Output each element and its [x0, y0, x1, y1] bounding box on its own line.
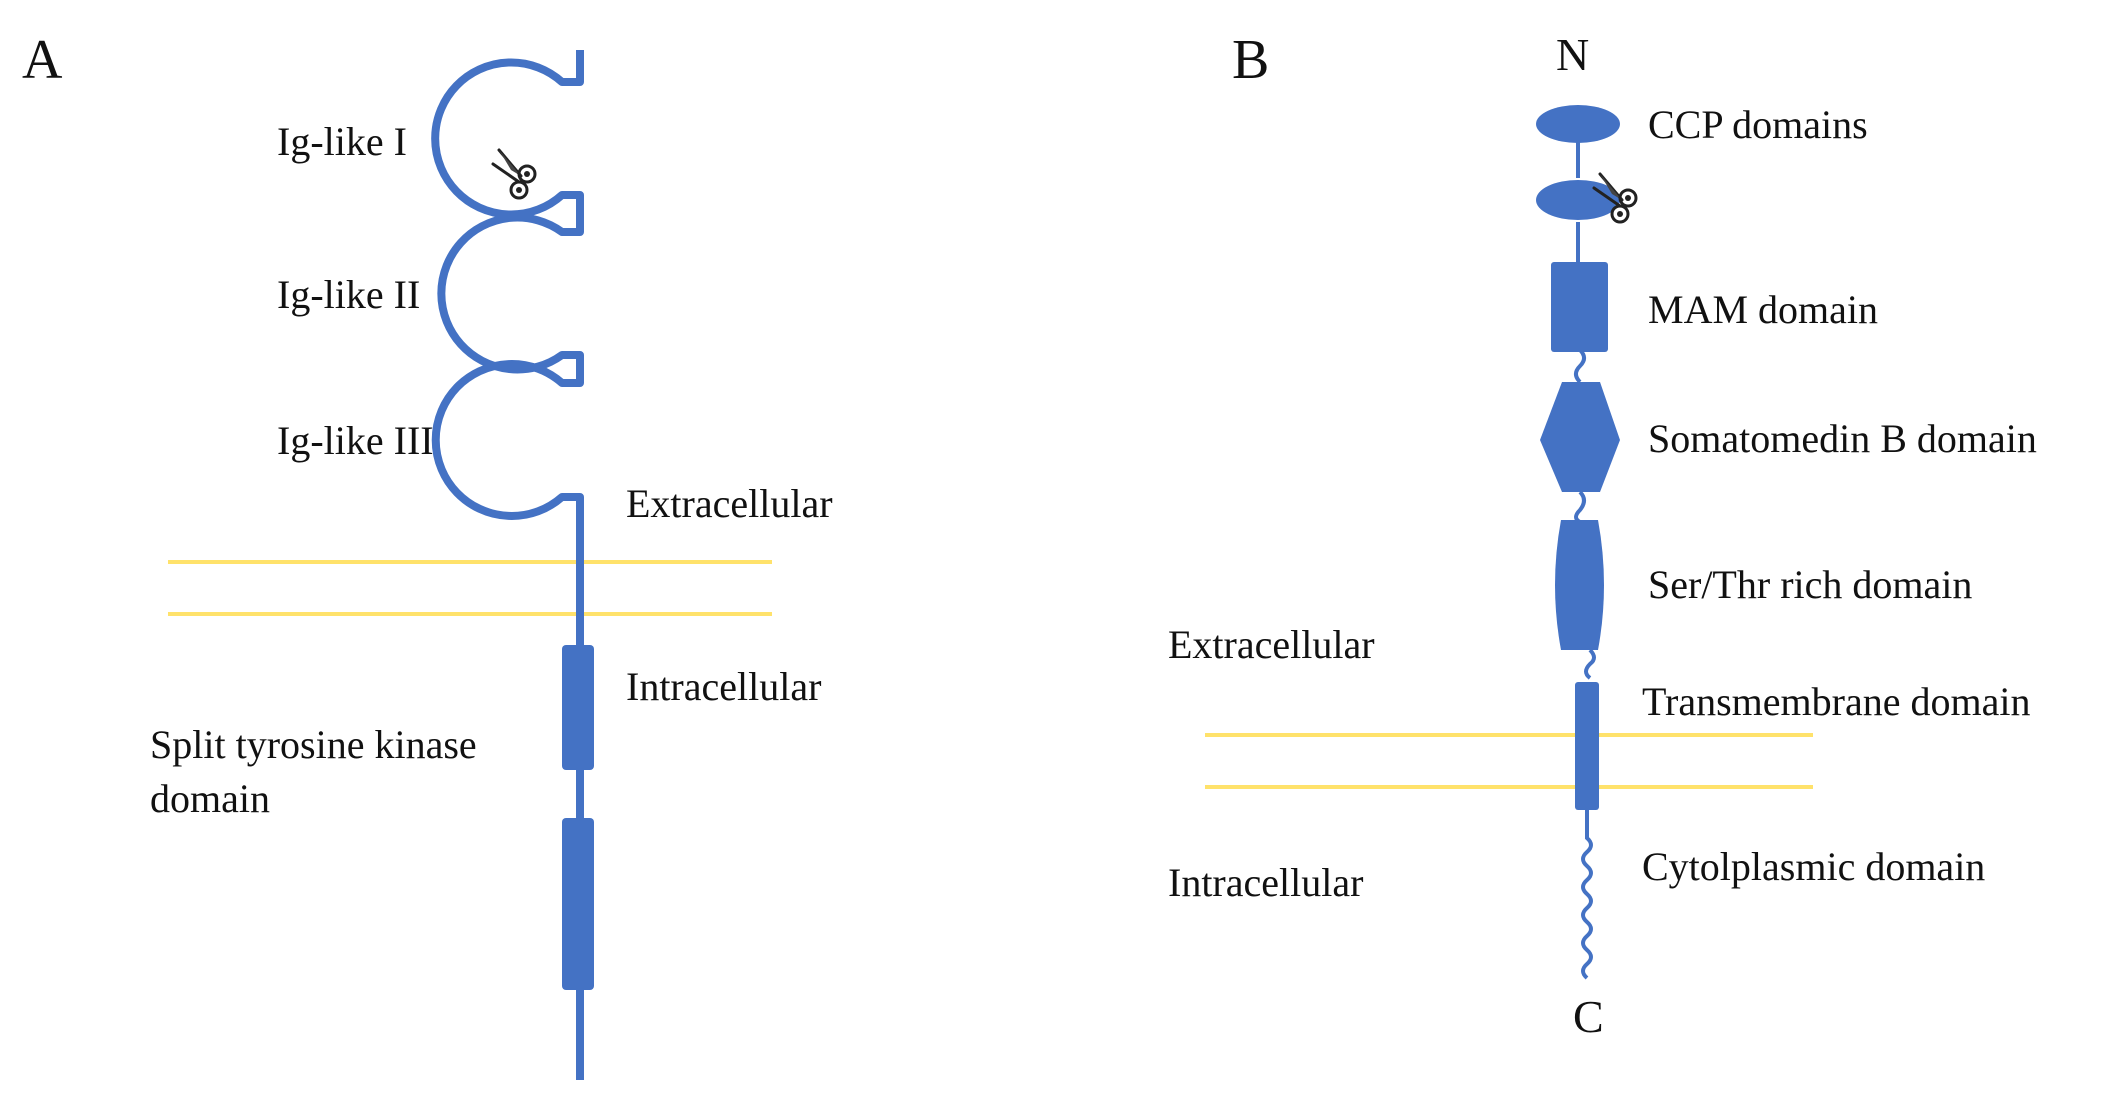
ccp-domain-1: [1536, 105, 1620, 143]
linker-serthr-tm: [1584, 648, 1596, 680]
somatomedin-b-label: Somatomedin B domain: [1648, 416, 2037, 461]
panel-b-letter: B: [1232, 29, 1269, 91]
c-terminus-label: C: [1573, 991, 1604, 1042]
extracellular-label-b: Extracellular: [1168, 622, 1375, 667]
ser-thr-rich-label: Ser/Thr rich domain: [1648, 562, 1972, 607]
linker-smb-serthr: [1574, 490, 1586, 524]
linker-mam-smb: [1574, 348, 1586, 384]
mam-domain-label: MAM domain: [1648, 287, 1878, 332]
ig-like-1-label: Ig-like I: [277, 119, 407, 164]
panel-a-letter: A: [22, 29, 63, 91]
intracellular-label-a: Intracellular: [626, 664, 821, 709]
scissors-icon: [491, 148, 537, 200]
panel-b: B N: [1168, 29, 2037, 1042]
kinase-domain-block-1: [562, 645, 594, 770]
ig-like-3-label: Ig-like III: [277, 418, 434, 463]
extracellular-label-a: Extracellular: [626, 481, 833, 526]
kinase-label-line-1: Split tyrosine kinase: [150, 722, 477, 767]
cytoplasmic-label: Cytolplasmic domain: [1642, 844, 1985, 889]
n-terminus-label: N: [1556, 29, 1589, 80]
ig-like-2-label: Ig-like II: [277, 272, 420, 317]
mam-domain-block: [1551, 262, 1608, 352]
panel-a: A Ig-like I Ig-like II Ig-like III Extra…: [22, 29, 833, 1080]
transmembrane-block: [1575, 682, 1599, 810]
kinase-domain-block-2: [562, 818, 594, 990]
intracellular-label-b: Intracellular: [1168, 860, 1363, 905]
receptor-backbone-a: [431, 50, 584, 1080]
somatomedin-b-hexagon: [1540, 382, 1620, 492]
transmembrane-label: Transmembrane domain: [1642, 679, 2030, 724]
cytoplasmic-tail: [1581, 810, 1593, 980]
ser-thr-rich-barrel: [1555, 520, 1604, 650]
kinase-label-line-2: domain: [150, 776, 270, 821]
ccp-domains-label: CCP domains: [1648, 102, 1868, 147]
